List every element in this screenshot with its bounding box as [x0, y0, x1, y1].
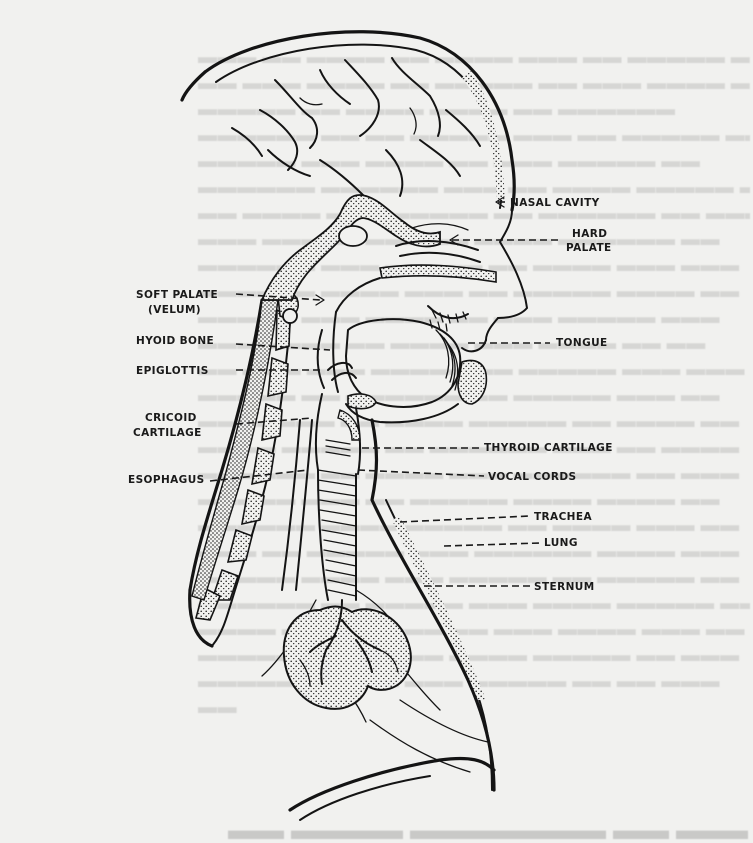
label-esophagus: ESOPHAGUS: [128, 474, 205, 486]
label-hyoid-bone: HYOID BONE: [136, 335, 214, 347]
leader-lung: [444, 543, 540, 546]
trachea: [316, 394, 360, 600]
label-sternum: STERNUM: [534, 581, 595, 593]
label-soft-palate-2: (VELUM): [148, 304, 201, 316]
label-cricoid-2: CARTILAGE: [133, 427, 202, 439]
label-tongue: TONGUE: [556, 337, 608, 349]
skull: [205, 32, 527, 340]
label-hard-palate-1: HARD: [572, 228, 607, 240]
brain-folds: [232, 58, 480, 196]
label-lung: LUNG: [544, 537, 578, 549]
label-hard-palate-2: PALATE: [566, 242, 612, 254]
skull-base: [262, 195, 496, 300]
lungs: [284, 600, 411, 709]
label-soft-palate-1: SOFT PALATE: [136, 289, 218, 301]
label-epiglottis: EPIGLOTTIS: [136, 365, 209, 377]
labels: NASAL CAVITY HARD PALATE SOFT PALATE (VE…: [128, 197, 613, 593]
label-cricoid-1: CRICOID: [145, 412, 197, 424]
leader-trachea: [400, 516, 530, 522]
esophagus: [282, 420, 312, 590]
label-trachea: TRACHEA: [534, 511, 592, 523]
label-thyroid-cartilage: THYROID CARTILAGE: [484, 442, 613, 454]
label-nasal-cavity: NASAL CAVITY: [510, 197, 600, 209]
label-vocal-cords: VOCAL CORDS: [488, 471, 576, 483]
